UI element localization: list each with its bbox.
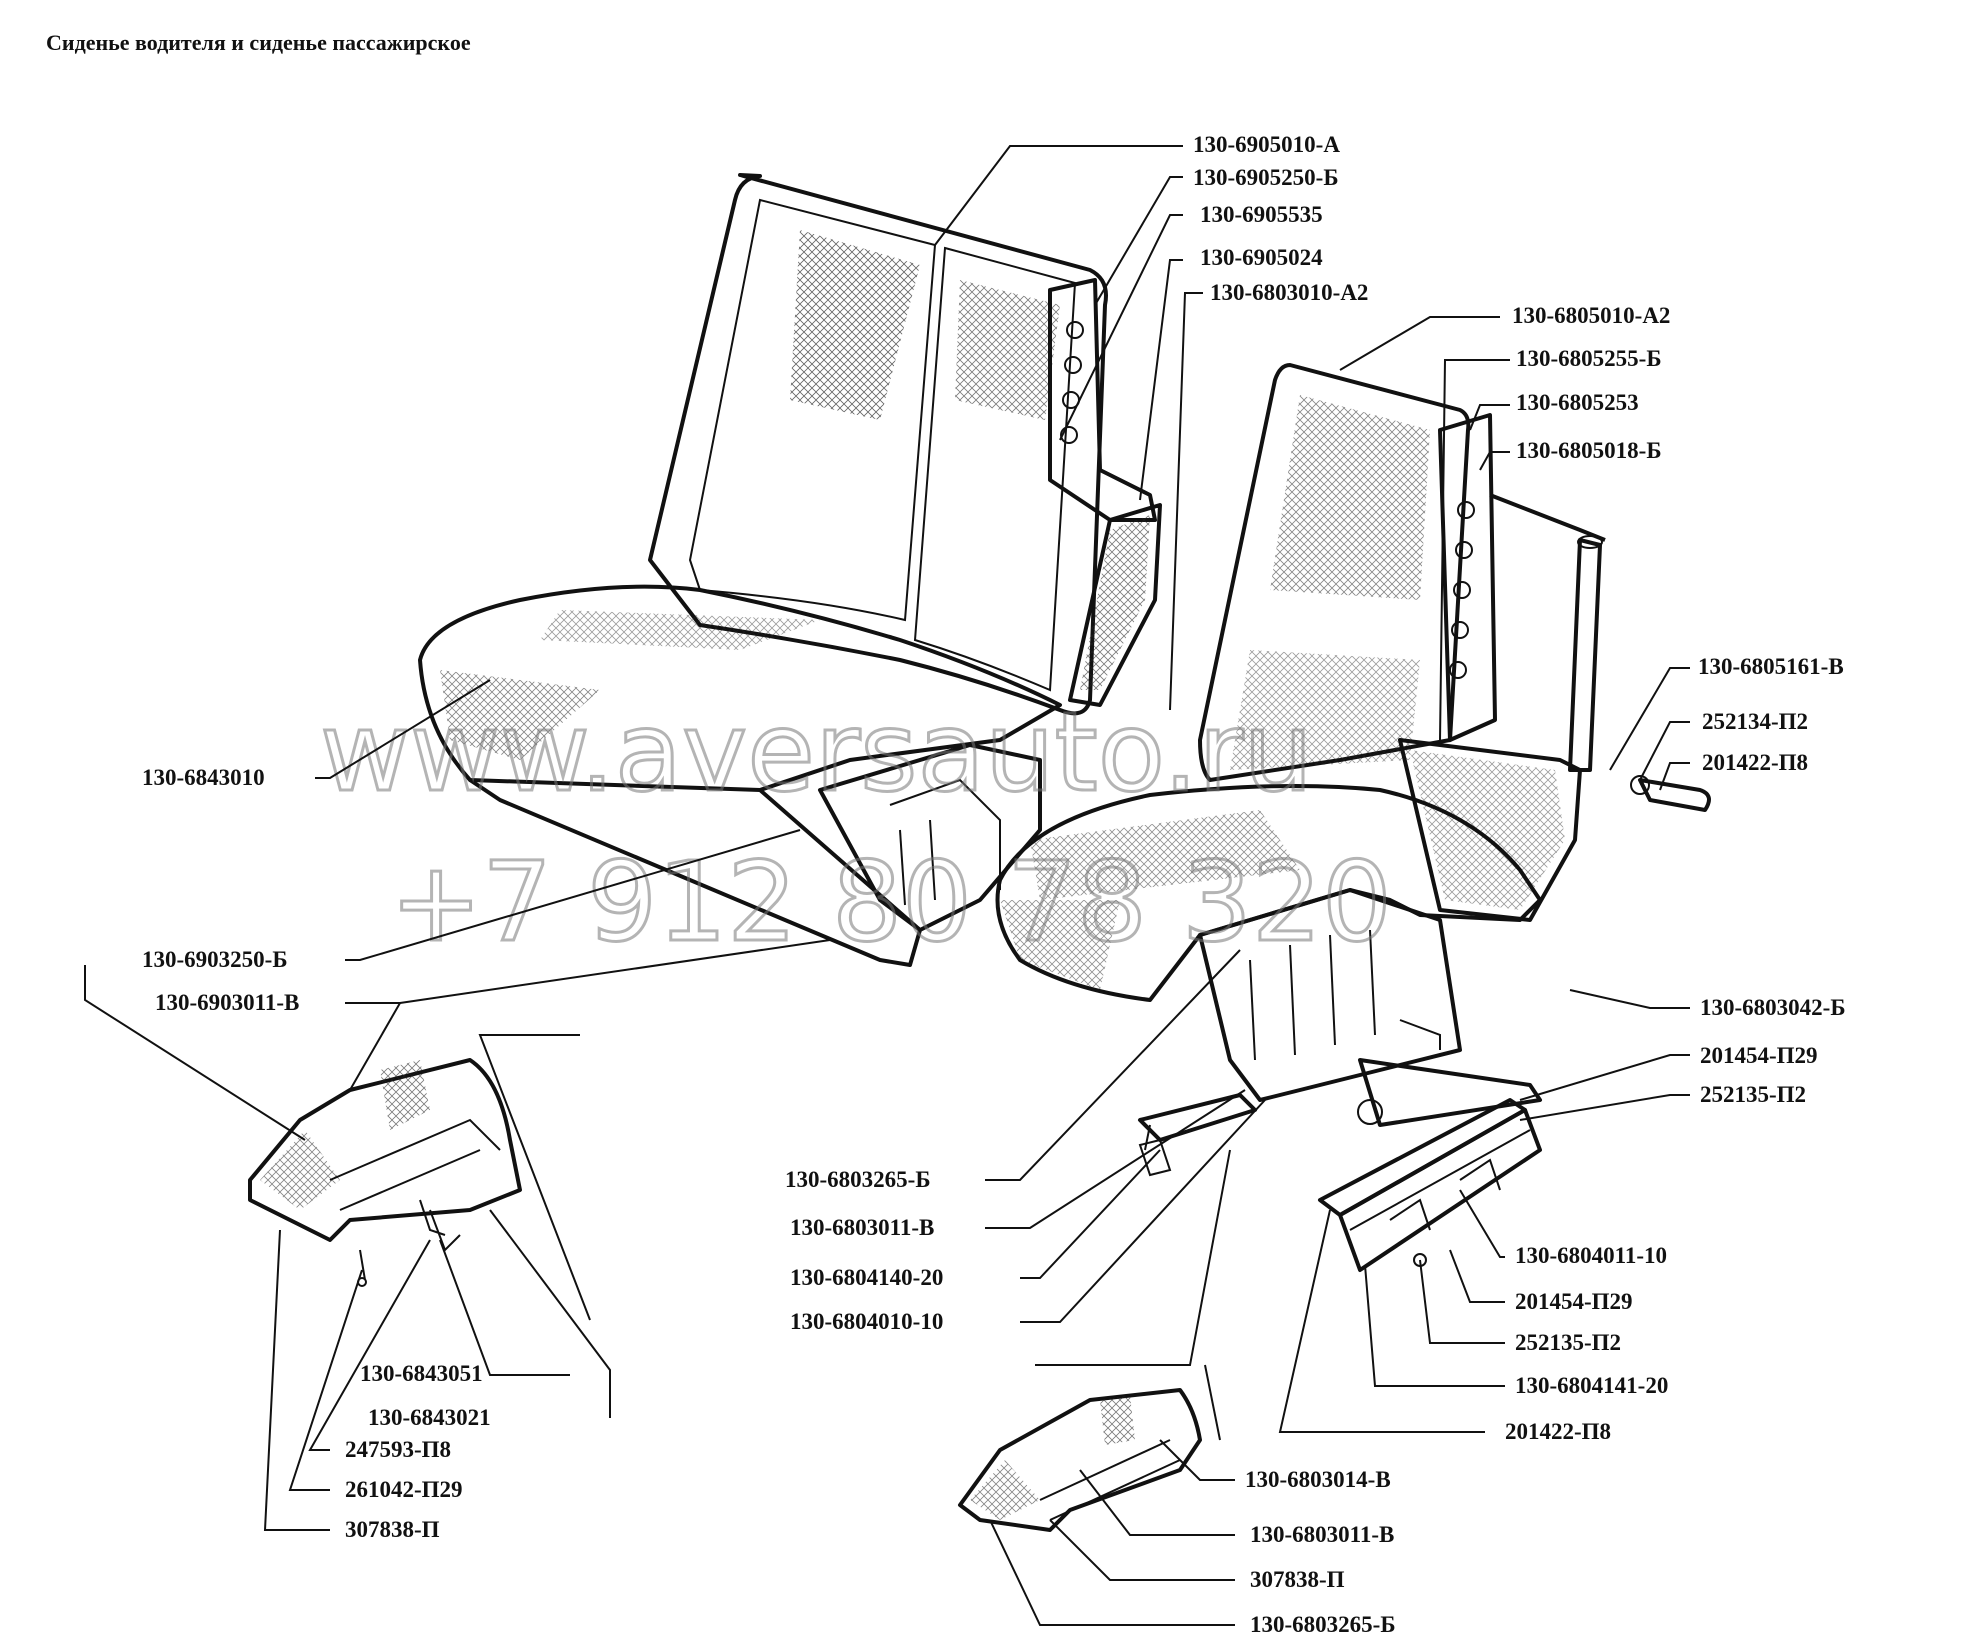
label-201422-bottom: 201422-П8 <box>1505 1419 1611 1444</box>
slide-rail-right <box>1318 1098 1542 1272</box>
driver-cushion <box>995 784 1542 1127</box>
driver-backrest <box>1198 363 1711 922</box>
label-6903011: 130-6903011-В <box>155 990 299 1015</box>
label-252135-bottom: 252135-П2 <box>1515 1330 1621 1355</box>
label-6804141: 130-6804141-20 <box>1515 1373 1668 1398</box>
label-6803042: 130-6803042-Б <box>1700 995 1846 1020</box>
label-6905535: 130-6905535 <box>1200 202 1323 227</box>
label-6803011-inset: 130-6803011-В <box>1250 1522 1394 1547</box>
label-6803011: 130-6803011-В <box>790 1215 934 1240</box>
detail-inset-left <box>248 1058 522 1287</box>
label-6903250: 130-6903250-Б <box>142 947 288 972</box>
label-261042: 261042-П29 <box>345 1477 463 1502</box>
label-6803010: 130-6803010-А2 <box>1210 280 1368 305</box>
label-6843010: 130-6843010 <box>142 765 265 790</box>
label-307838-bottom: 307838-П <box>1250 1567 1345 1592</box>
leader-lines <box>84 145 1690 1626</box>
label-307838-left: 307838-П <box>345 1517 440 1542</box>
label-backrest-bracket: 130-6905250-Б <box>1193 165 1339 190</box>
slide-rail-left <box>1138 1093 1257 1177</box>
watermark-site: www.aversauto.ru <box>320 688 1313 816</box>
label-6805161: 130-6805161-В <box>1698 654 1844 679</box>
label-6804010: 130-6804010-10 <box>790 1309 943 1334</box>
label-252135-top: 252135-П2 <box>1700 1082 1806 1107</box>
bench-backrest <box>648 173 1162 716</box>
label-6803265-inset: 130-6803265-Б <box>1250 1612 1396 1637</box>
label-201454-bottom: 201454-П29 <box>1515 1289 1633 1314</box>
label-247593: 247593-П8 <box>345 1437 451 1462</box>
label-6804140: 130-6804140-20 <box>790 1265 943 1290</box>
watermark-phone: +7 912 80 78 320 <box>390 838 1392 966</box>
label-6843021: 130-6843021 <box>368 1405 491 1430</box>
label-backrest: 130-6905010-А <box>1193 132 1340 157</box>
label-201454-top: 201454-П29 <box>1700 1043 1818 1068</box>
label-6905024: 130-6905024 <box>1200 245 1323 270</box>
label-6804011: 130-6804011-10 <box>1515 1243 1667 1268</box>
page-title: Сиденье водителя и сиденье пассажирское <box>46 30 471 55</box>
label-201422-top: 201422-П8 <box>1702 750 1808 775</box>
label-6803265: 130-6803265-Б <box>785 1167 931 1192</box>
label-6805018: 130-6805018-Б <box>1516 438 1662 463</box>
label-6805253: 130-6805253 <box>1516 390 1639 415</box>
label-6843051: 130-6843051 <box>360 1361 483 1386</box>
label-252134: 252134-П2 <box>1702 709 1808 734</box>
label-6805255: 130-6805255-Б <box>1516 346 1662 371</box>
label-6805010: 130-6805010-А2 <box>1512 303 1670 328</box>
detail-inset-bottom <box>958 1388 1202 1532</box>
label-6803014: 130-6803014-В <box>1245 1467 1391 1492</box>
